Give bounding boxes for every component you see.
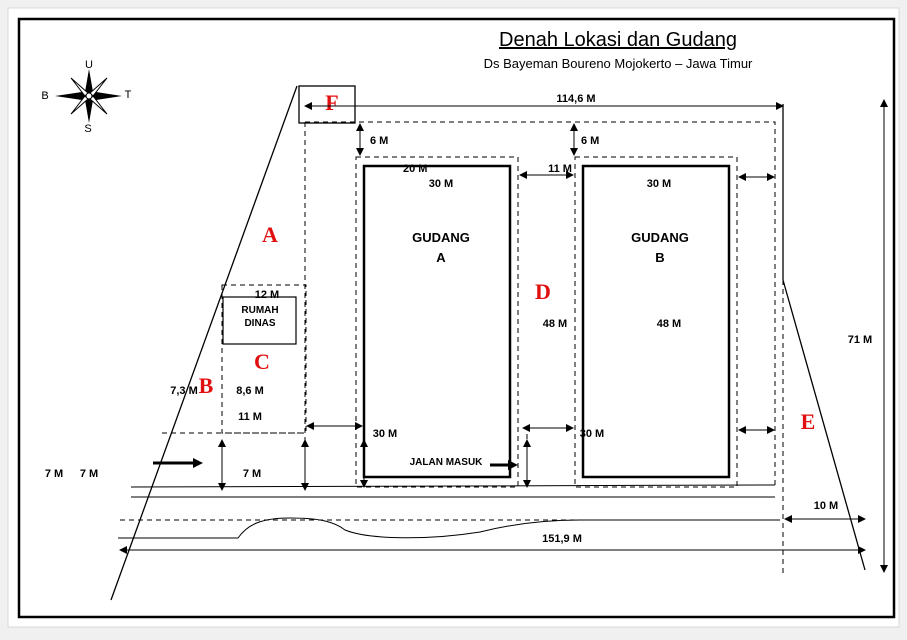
rumah-dinas-building [222, 296, 297, 345]
zone-c-label: C [254, 349, 270, 374]
entrance-arrow-right [508, 460, 518, 470]
gudang-a-label-2: A [436, 250, 446, 265]
compass-south-label: S [84, 123, 91, 135]
entrance-label: JALAN MASUK [410, 457, 484, 468]
dim-gap-ab: 11 M [548, 163, 572, 175]
dim-road-7-c: 7 M [243, 468, 261, 480]
dim-top-width: 114,6 M [556, 93, 595, 105]
dim-b-width-left: 7,3 M [170, 385, 198, 397]
page-background [7, 7, 900, 628]
zone-b-label: B [199, 373, 214, 398]
dim-b-bottom-left: 30 M [580, 428, 604, 440]
zone-d-label: D [535, 279, 551, 304]
dim-right-height: 71 M [848, 334, 872, 346]
diagram-title: Denah Lokasi dan Gudang [499, 29, 737, 51]
zone-a-label: A [262, 222, 278, 247]
dim-road-7-b: 7 M [80, 468, 98, 480]
dim-b-width: 30 M [647, 178, 671, 190]
zone-e-label: E [801, 409, 816, 434]
rumah-dinas-label-1: RUMAH [241, 305, 278, 316]
gudang-a-label-1: GUDANG [412, 230, 470, 245]
zone-f-label: F [325, 90, 338, 115]
rumah-dinas-label-2: DINAS [244, 318, 275, 329]
compass-west-label: B [41, 90, 48, 102]
plot-outlines [120, 121, 784, 576]
direction-arrows [153, 461, 510, 467]
dim-a-width: 30 M [429, 178, 453, 190]
entrance-arrow-left [193, 458, 203, 468]
drawing-border [17, 17, 896, 619]
dim-a-top-offset: 20 M [403, 163, 427, 175]
gudang-b-label-2: B [655, 250, 664, 265]
dim-rumah-width: 12 M [255, 289, 279, 301]
dim-a-length: 48 M [543, 318, 567, 330]
gudang-b-building [581, 164, 731, 479]
compass-north-label: U [85, 59, 93, 71]
dim-road-7-a: 7 M [45, 468, 63, 480]
dim-road-right: 10 M [814, 500, 838, 512]
roads [118, 484, 780, 539]
dim-gap-top-b: 6 M [581, 135, 599, 147]
diagram-subtitle: Ds Bayeman Boureno Mojokerto – Jawa Timu… [484, 56, 753, 71]
dimension-arrows [119, 99, 888, 573]
dim-a-bottom-left: 30 M [373, 428, 397, 440]
gudang-a-building [362, 164, 512, 479]
compass-east-label: T [125, 89, 132, 101]
dim-b-bottom: 11 M [238, 411, 262, 423]
dim-gap-top-a: 6 M [370, 135, 388, 147]
dim-c-height: 8,6 M [236, 385, 264, 397]
dim-bottom-width: 151,9 M [542, 533, 582, 545]
gudang-b-label-1: GUDANG [631, 230, 689, 245]
compass-rose-icon [55, 69, 122, 123]
dim-b-length: 48 M [657, 318, 681, 330]
